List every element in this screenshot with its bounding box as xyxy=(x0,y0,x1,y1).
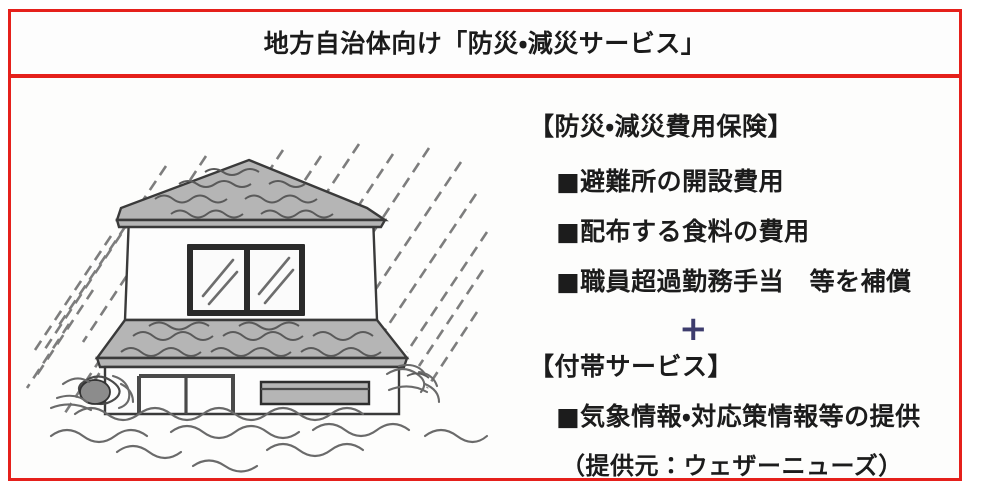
lower-roof-tiles xyxy=(120,321,382,357)
panel-body: .ln { fill:none; stroke:#4a4a4a; stroke-… xyxy=(11,82,959,478)
ground-floor-opening-left xyxy=(137,374,235,414)
insurance-heading: 【防災・減災費用保険】 xyxy=(529,112,794,141)
water-splash-left xyxy=(49,374,135,412)
window-shine-lines xyxy=(201,256,295,306)
plus-connector-icon: + xyxy=(679,309,708,349)
upper-roof-eave xyxy=(115,218,388,229)
service-text-column: 【防災・減災費用保険】 ■避難所の開設費用 ■配布する食料の費用 ■職員超過勤務… xyxy=(501,82,953,480)
header-band: 地方自治体向け「防災・減災サービス」 xyxy=(11,12,959,78)
upper-roof-tiles xyxy=(154,168,334,219)
ancillary-service-provider-note: （提供元：ウェザーニューズ） xyxy=(561,452,903,480)
ground-floor-sill-right xyxy=(259,380,371,406)
two-pane-window xyxy=(187,244,305,316)
water-splash-right xyxy=(385,363,441,404)
ancillary-service-bullet-1: ■気象情報・対応策情報等の提供 xyxy=(556,402,921,431)
red-framed-panel: 地方自治体向け「防災・減災サービス」 .ln { fill:none; stro… xyxy=(8,9,962,481)
ancillary-service-heading: 【付帯サービス】 xyxy=(529,352,734,381)
insurance-bullet-3: ■職員超過勤務手当 等を補償 xyxy=(556,267,912,296)
insurance-bullet-2: ■配布する食料の費用 xyxy=(556,217,810,246)
flood-water-waves xyxy=(49,406,489,473)
page-title: 地方自治体向け「防災・減災サービス」 xyxy=(263,28,707,58)
flooded-house-illustration: .ln { fill:none; stroke:#4a4a4a; stroke-… xyxy=(21,84,491,476)
lower-roof-eave xyxy=(95,356,409,369)
insurance-bullet-1: ■避難所の開設費用 xyxy=(556,167,785,196)
